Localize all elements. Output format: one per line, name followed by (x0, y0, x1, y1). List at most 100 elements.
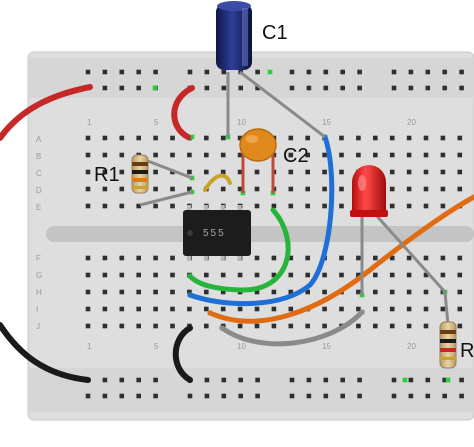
breadboard-hole (85, 169, 91, 175)
active-hole (189, 134, 195, 140)
ic-pins (187, 205, 242, 261)
breadboard-hole (102, 306, 108, 312)
r2-body (439, 321, 457, 369)
col-number-1: 1 (87, 118, 92, 127)
breadboard-hole (119, 255, 125, 261)
breadboard-hole (204, 135, 209, 141)
breadboard-hole (237, 135, 243, 141)
breadboard-hole (457, 152, 463, 158)
breadboard-hole (356, 152, 361, 158)
breadboard-hole (322, 152, 327, 158)
power-rail-hole (136, 393, 141, 399)
breadboard-hole (288, 186, 294, 192)
breadboard-hole (187, 186, 192, 192)
power-rail-hole (323, 377, 329, 383)
breadboard-hole (204, 306, 209, 312)
breadboard-hole (373, 289, 378, 295)
breadboard-hole (271, 289, 277, 295)
power-rail-hole (340, 85, 345, 91)
c2-body (239, 128, 277, 162)
power-rail-hole (391, 69, 397, 75)
breadboard-hole (136, 135, 141, 141)
breadboard-hole (119, 289, 125, 295)
label-c1: C1 (262, 22, 288, 44)
breadboard-hole (288, 255, 294, 261)
active-hole (402, 377, 408, 383)
breadboard-hole (102, 186, 108, 192)
breadboard-hole (254, 306, 260, 312)
r1-band-3 (132, 178, 148, 182)
capacitor-c2 (239, 128, 277, 162)
row-label-g: G (36, 271, 42, 280)
r1-band-4 (132, 186, 148, 189)
breadboard-hole (119, 186, 125, 192)
breadboard-hole (254, 289, 260, 295)
breadboard-hole (356, 306, 361, 312)
power-rail-hole (289, 85, 295, 91)
power-rail-hole (238, 85, 243, 91)
power-rail-hole (119, 69, 125, 75)
breadboard-hole (85, 323, 91, 329)
breadboard-hole (102, 255, 108, 261)
breadboard-hole (322, 169, 327, 175)
power-rail-hole (221, 393, 227, 399)
breadboard-hole (423, 203, 429, 209)
row-labels-top: A B C D E (36, 135, 42, 212)
breadboard-hole (373, 306, 378, 312)
breadboard-hole (457, 306, 463, 312)
power-rail-hole (340, 393, 345, 399)
breadboard-hole (440, 203, 446, 209)
breadboard-hole (220, 272, 226, 278)
breadboard-hole (305, 289, 310, 295)
breadboard-hole (406, 203, 412, 209)
breadboard-hole (423, 306, 429, 312)
power-rail-hole (85, 69, 91, 75)
power-rail-hole (408, 393, 414, 399)
breadboard-hole (288, 203, 294, 209)
breadboard-hole (440, 135, 446, 141)
power-rail-hole (102, 393, 108, 399)
power-rail-hole (442, 393, 447, 399)
breadboard-hole (85, 135, 91, 141)
breadboard-hole (423, 323, 429, 329)
breadboard-hole (102, 323, 108, 329)
breadboard-hole (322, 186, 327, 192)
breadboard-hole (271, 306, 277, 312)
power-rail-hole (221, 69, 227, 75)
breadboard-hole (85, 306, 91, 312)
power-rail-hole (442, 377, 447, 383)
breadboard-hole (153, 272, 158, 278)
breadboard-hole (136, 289, 141, 295)
breadboard-hole (339, 152, 344, 158)
led-glint (358, 175, 366, 191)
ic-pin (203, 254, 208, 261)
ic-pin (187, 205, 191, 212)
breadboard-hole (322, 272, 327, 278)
breadboard-hole (119, 272, 125, 278)
breadboard-hole (389, 289, 395, 295)
breadboard-hole (339, 272, 344, 278)
breadboard-hole (119, 169, 125, 175)
breadboard-hole (406, 323, 412, 329)
breadboard-hole (389, 306, 395, 312)
power-rail-hole (289, 393, 295, 399)
breadboard-hole (187, 152, 192, 158)
breadboard-hole (153, 255, 158, 261)
breadboard-hole (322, 306, 327, 312)
power-rail-hole (306, 85, 312, 91)
power-rail-hole (153, 69, 158, 75)
breadboard-hole (440, 272, 446, 278)
breadboard-hole (271, 323, 277, 329)
breadboard-hole (305, 323, 310, 329)
breadboard-hole (254, 186, 260, 192)
breadboard-hole (457, 255, 463, 261)
yellow-wire (203, 173, 232, 192)
col-number-bottom-5: 5 (154, 342, 159, 351)
power-rail-hole (187, 393, 193, 399)
power-rail-hole (238, 393, 243, 399)
breadboard-hole (339, 203, 344, 209)
breadboard-hole (220, 186, 226, 192)
led (350, 165, 388, 217)
power-rail-hole (391, 85, 397, 91)
power-rail-hole (221, 85, 227, 91)
